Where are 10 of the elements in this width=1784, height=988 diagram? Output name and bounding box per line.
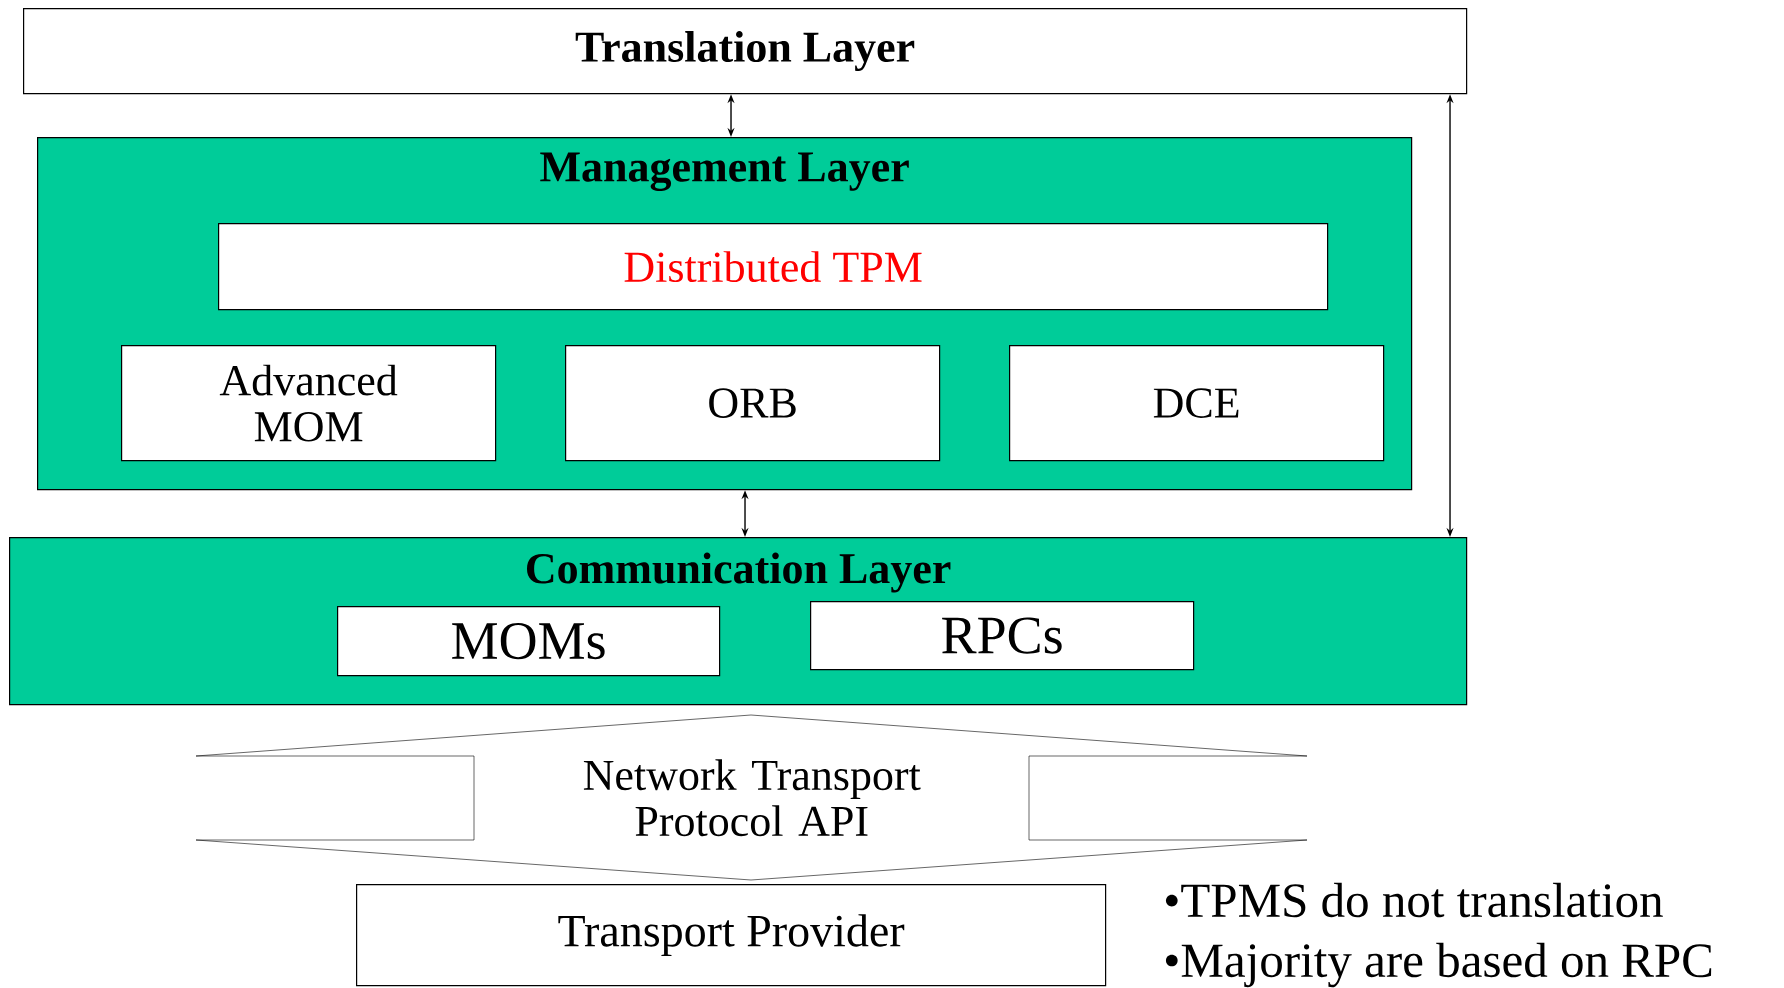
component-box: Transport Provider <box>356 884 1107 987</box>
component-box: DCE <box>1009 345 1385 462</box>
layer-box: Translation Layer <box>23 8 1468 95</box>
note-text: •TPMS do not translation <box>1165 882 1663 918</box>
note-text: •Majority are based on RPC <box>1165 942 1712 988</box>
component-box: ORB <box>565 345 941 462</box>
component-box: RPCs <box>810 601 1195 671</box>
component-box: Advanced MOM <box>121 345 497 462</box>
component-box: MOMs <box>337 606 721 677</box>
component-box: Distributed TPM <box>218 223 1329 311</box>
